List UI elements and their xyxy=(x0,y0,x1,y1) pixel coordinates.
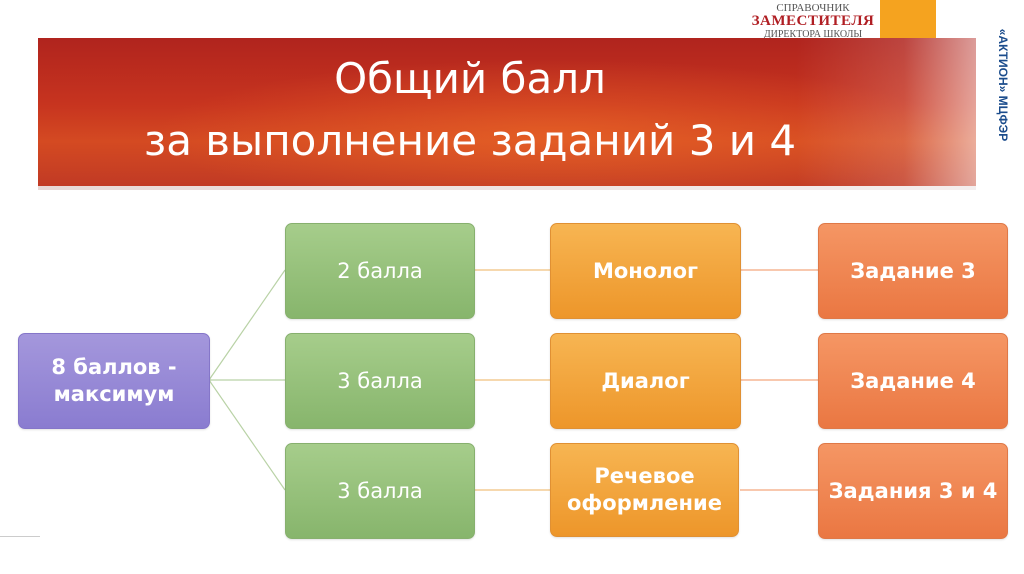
title-banner xyxy=(38,38,976,186)
banner-fade xyxy=(796,38,976,186)
criterion-label-2: Диалог xyxy=(601,368,690,393)
publisher-logo: СПРАВОЧНИК ЗАМЕСТИТЕЛЯ ДИРЕКТОРА ШКОЛЫ xyxy=(748,0,878,40)
root-box-label: 8 баллов - максимум xyxy=(51,355,177,406)
footer-divider xyxy=(0,536,40,537)
connector-root-row1 xyxy=(208,269,286,381)
task-label-3: Задания 3 и 4 xyxy=(828,478,998,503)
points-box-3: 3 балла xyxy=(285,443,475,539)
criterion-label-1: Монолог xyxy=(592,258,699,283)
banner-shadow xyxy=(38,186,976,190)
title-line-1: Общий балл xyxy=(334,54,606,103)
points-label-2: 3 балла xyxy=(337,368,423,393)
criterion-box-3: Речевое оформление xyxy=(550,443,739,537)
root-box-max-points: 8 баллов - максимум xyxy=(18,333,210,429)
task-box-3: Задания 3 и 4 xyxy=(818,443,1008,539)
points-box-2: 3 балла xyxy=(285,333,475,429)
criterion-box-2: Диалог xyxy=(550,333,741,429)
points-label-1: 2 балла xyxy=(337,258,423,283)
task-box-2: Задание 4 xyxy=(818,333,1008,429)
task-label-2: Задание 4 xyxy=(850,368,976,393)
points-label-3: 3 балла xyxy=(337,478,423,503)
logo-line-2: ЗАМЕСТИТЕЛЯ xyxy=(751,13,875,29)
points-box-1: 2 балла xyxy=(285,223,475,319)
title-line-2: за выполнение заданий 3 и 4 xyxy=(143,116,797,165)
task-label-1: Задание 3 xyxy=(850,258,976,283)
connector-root-row3 xyxy=(208,379,286,491)
criterion-label-3: Речевое оформление xyxy=(567,464,722,515)
slide-title: Общий балл за выполнение заданий 3 и 4 xyxy=(60,48,880,172)
logo-line-1: СПРАВОЧНИК xyxy=(776,2,850,14)
logo-line-3: ДИРЕКТОРА ШКОЛЫ xyxy=(763,29,863,40)
criterion-box-1: Монолог xyxy=(550,223,741,319)
task-box-1: Задание 3 xyxy=(818,223,1008,319)
